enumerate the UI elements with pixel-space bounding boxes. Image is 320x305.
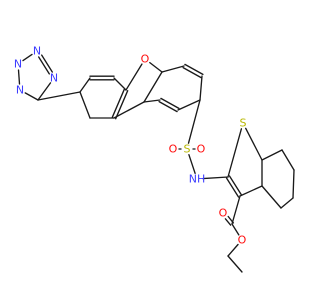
atom-label-furan-o: O — [141, 53, 150, 66]
bond-n4-c5 — [37, 82, 52, 101]
bond-r6-c9b — [143, 99, 161, 103]
atom-label-sulfonyl-o1: O — [169, 143, 178, 156]
bond-r4-r5 — [177, 99, 201, 111]
bond-ts-t2 — [227, 128, 243, 178]
molecule-structure: N N N N O S O O NH S O O — [14, 45, 295, 273]
bond-n3-n1 — [17, 69, 21, 85]
bond-t3-ccarb — [231, 195, 241, 225]
bond-of-c4a — [149, 61, 163, 73]
bond-c4a-r2 — [161, 65, 185, 73]
atom-label-sulfonyl-o2: O — [197, 143, 206, 156]
bond-ch4-t3a — [261, 185, 282, 209]
bond-ccarb-oc-1 — [224, 218, 232, 226]
atom-label-tz-n1: N — [14, 58, 22, 71]
atom-label-thiophene-s: S — [240, 117, 247, 130]
bond-l4-l5-2 — [111, 88, 125, 118]
bond-t3-t3a — [239, 185, 263, 197]
bond-s-nh — [188, 154, 196, 174]
bond-nh-t2 — [202, 176, 229, 180]
bond-r2-r3-1 — [184, 63, 204, 76]
bond-n2-n4-1 — [41, 54, 53, 73]
bond-l1-l2 — [79, 77, 91, 93]
bond-l3-l4 — [113, 77, 127, 91]
bond-ccarb-oc-2 — [227, 215, 235, 224]
atom-label-carbonyl-o: O — [219, 207, 228, 220]
bond-c5-l1 — [37, 91, 81, 101]
bond-l4-of — [125, 63, 143, 91]
bond-oe-et1 — [227, 243, 239, 257]
bond-t7a-ts — [245, 127, 263, 161]
bond-ch1-ch2 — [281, 149, 295, 171]
bond-ch3-ch4 — [280, 197, 294, 209]
bond-ccarb-oe — [231, 223, 240, 236]
bond-r2-r3-2 — [182, 66, 202, 79]
bond-l6-l1 — [79, 91, 91, 119]
bond-t2-t3-1 — [228, 175, 243, 196]
atom-label-nh: NH — [189, 173, 206, 186]
bond-r3-r4 — [199, 75, 203, 101]
bond-n1-n2 — [22, 53, 33, 62]
bond-ch2-ch3 — [292, 169, 295, 199]
bond-c9b-l5 — [113, 101, 145, 119]
bond-c5-n3 — [24, 92, 39, 101]
bond-r5-r6-1 — [158, 100, 178, 113]
atom-label-ester-o: O — [238, 234, 247, 247]
bond-et1-et2 — [227, 255, 243, 273]
bond-r5-r6-2 — [160, 97, 180, 110]
bond-c4a-c9b — [143, 71, 163, 103]
bond-l4-l5-1 — [115, 90, 129, 120]
bond-t7a-ch1 — [261, 149, 283, 161]
bond-n2-n4-2 — [38, 56, 50, 75]
atom-label-sulfonyl-s: S — [184, 143, 191, 156]
molecule-canvas: N N N N O S O O NH S O O — [14, 45, 295, 273]
bond-t2-t3-2 — [225, 177, 240, 198]
bond-layer — [17, 53, 295, 273]
bond-r4-s — [187, 99, 201, 144]
atom-label-tz-n2: N — [33, 45, 41, 58]
atom-label-tz-n3: N — [16, 84, 24, 97]
atom-label-tz-n4: N — [50, 72, 58, 85]
atom-label-layer: N N N N O S O O NH S O O — [14, 45, 247, 247]
